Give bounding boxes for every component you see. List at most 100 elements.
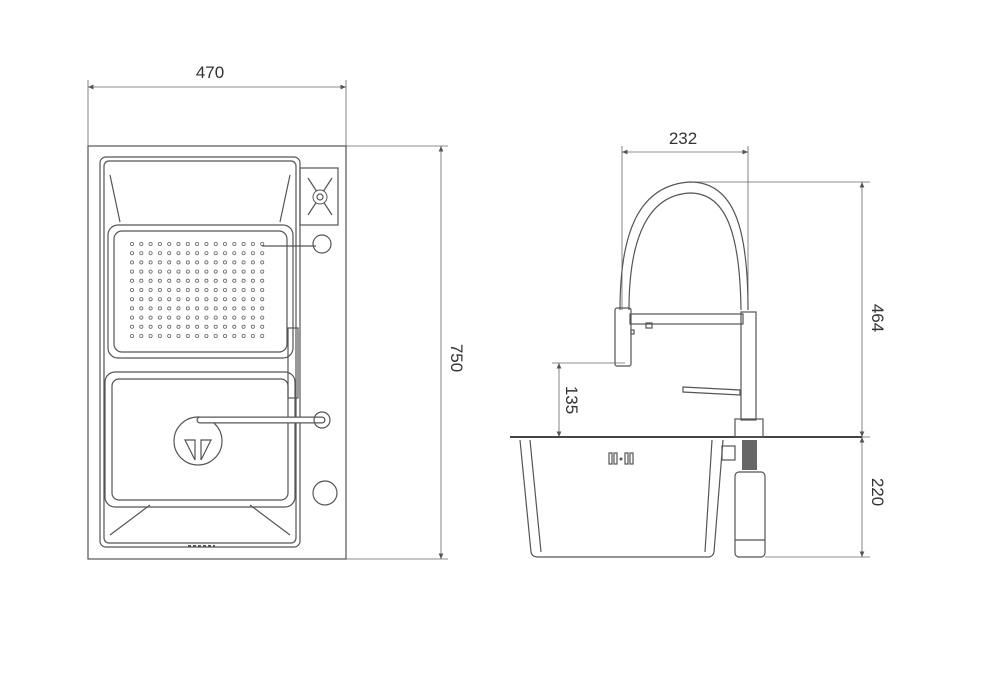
colander-hole: [241, 333, 246, 338]
colander-hole: [148, 278, 153, 283]
colander-hole: [139, 324, 144, 329]
accessory-hole: [312, 234, 332, 254]
colander-hole: [167, 306, 172, 311]
colander-hole: [185, 306, 190, 311]
colander-hole: [157, 251, 162, 256]
colander-hole: [195, 278, 200, 283]
holder-cross-icon: [307, 177, 333, 216]
colander-hole: [213, 269, 218, 274]
colander-hole: [232, 297, 237, 302]
sink-bowl-profile: [519, 439, 724, 558]
colander-hole: [241, 297, 246, 302]
colander-hole: [167, 241, 172, 246]
colander-hole: [232, 278, 237, 283]
colander-hole: [195, 306, 200, 311]
colander-hole: [250, 269, 255, 274]
colander-hole: [139, 260, 144, 265]
colander-hole: [222, 278, 227, 283]
colander-hole: [260, 333, 265, 338]
colander-hole: [176, 306, 181, 311]
colander-hole: [139, 315, 144, 320]
colander-hole: [148, 287, 153, 292]
colander-hole: [204, 297, 209, 302]
colander-hole: [129, 269, 134, 274]
colander-hole: [195, 269, 200, 274]
colander-hole: [176, 333, 181, 338]
colander-hole: [176, 251, 181, 256]
colander-hole: [222, 315, 227, 320]
colander-hole: [167, 297, 172, 302]
faucet-spout-hose: [619, 181, 749, 311]
colander-hole: [148, 241, 153, 246]
colander-hole: [176, 315, 181, 320]
colander-hole: [129, 315, 134, 320]
colander-hole: [139, 287, 144, 292]
height-label: 464: [868, 304, 887, 332]
colander-hole: [250, 297, 255, 302]
depth-label: 220: [868, 478, 887, 506]
colander-hole: [185, 278, 190, 283]
colander-hole: [185, 333, 190, 338]
colander-hole: [222, 324, 227, 329]
colander-hole: [204, 287, 209, 292]
colander-hole: [129, 306, 134, 311]
colander-hole: [129, 278, 134, 283]
colander-hole: [157, 287, 162, 292]
colander-hole: [129, 333, 134, 338]
colander-hole: [139, 297, 144, 302]
colander-hole: [260, 297, 265, 302]
colander-hole: [176, 269, 181, 274]
colander-holes: [129, 241, 265, 338]
colander-hole: [260, 278, 265, 283]
colander-hole: [213, 315, 218, 320]
colander-hole: [222, 287, 227, 292]
soap-holder: [299, 167, 339, 226]
colander-hole: [232, 324, 237, 329]
colander-hole: [250, 260, 255, 265]
colander-hole: [157, 260, 162, 265]
colander-hole: [195, 287, 200, 292]
colander-hole: [167, 260, 172, 265]
colander-hole: [222, 241, 227, 246]
reach-label: 232: [669, 129, 697, 148]
colander-hole: [148, 260, 153, 265]
colander-hole: [195, 260, 200, 265]
lower-basin: [104, 371, 296, 508]
colander-hole: [129, 260, 134, 265]
colander-hole: [185, 260, 190, 265]
colander-hole: [260, 287, 265, 292]
length-label: 750: [447, 344, 466, 372]
colander-hole: [232, 260, 237, 265]
clearance-label: 135: [562, 386, 581, 414]
colander-hole: [232, 287, 237, 292]
colander-hole: [222, 260, 227, 265]
colander-hole: [129, 324, 134, 329]
colander-hole: [232, 333, 237, 338]
colander-hole: [139, 306, 144, 311]
colander-hole: [241, 324, 246, 329]
colander-hole: [195, 251, 200, 256]
colander-hole: [185, 251, 190, 256]
colander-hole: [148, 269, 153, 274]
colander-hole: [185, 315, 190, 320]
colander-hole: [250, 324, 255, 329]
colander-hole: [250, 333, 255, 338]
colander-hole: [232, 241, 237, 246]
colander-hole: [213, 306, 218, 311]
colander-hole: [185, 324, 190, 329]
colander-hole: [139, 251, 144, 256]
colander-basket: [107, 224, 294, 359]
colander-hole: [195, 315, 200, 320]
colander-hole: [222, 269, 227, 274]
colander-hole: [250, 306, 255, 311]
colander-hole: [213, 333, 218, 338]
colander-hole: [204, 260, 209, 265]
colander-hole: [241, 260, 246, 265]
colander-hole: [204, 241, 209, 246]
colander-hole: [213, 251, 218, 256]
colander-hole: [241, 269, 246, 274]
faucet-base: [734, 418, 764, 438]
colander-hole: [167, 287, 172, 292]
